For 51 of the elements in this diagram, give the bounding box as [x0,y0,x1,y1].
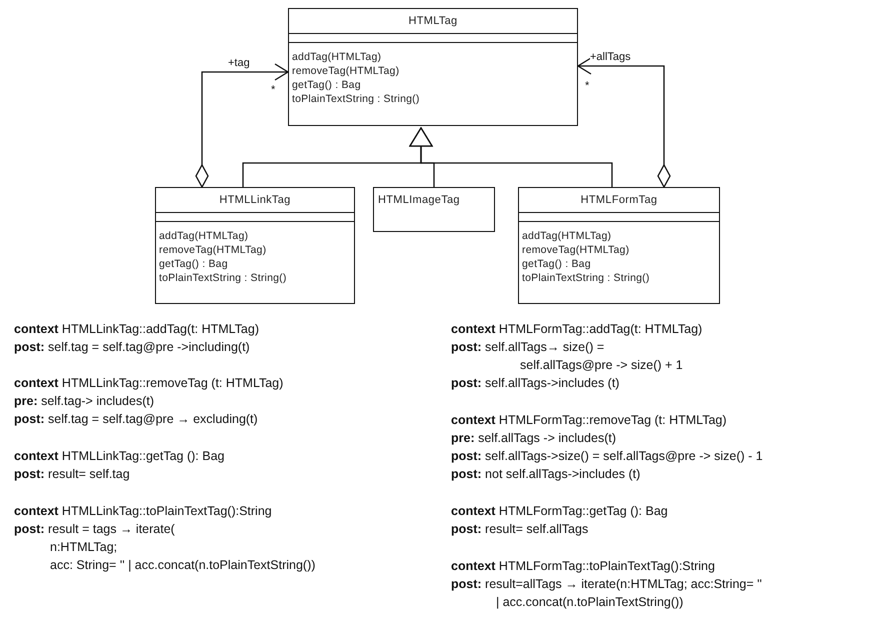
class-box [155,187,355,304]
ocl-constraint-line: pre: self.tag-> includes(t) [14,394,154,408]
class-box [288,8,578,126]
generalization-arrow [409,127,613,187]
ocl-constraint-line: context HTMLFormTag::addTag(t: HTMLTag) [451,322,702,336]
role-label: +tag [228,58,250,69]
ocl-constraint-line: post: result = tags → iterate( [14,522,175,536]
ocl-constraint-line: post: self.tag = self.tag@pre → excluding(t) [14,412,258,426]
multiplicity-label: * [585,80,590,92]
method-text: toPlainTextString : String() [159,272,288,284]
ocl-constraint-line: post: self.allTags->size() = self.allTags@pre -> size() - 1 [451,449,763,463]
ocl-constraint-line: acc: String= '' | acc.concat(n.toPlainTextString()) [50,558,316,572]
ocl-constraint-line: context HTMLLinkTag::getTag (): Bag [14,449,224,463]
ocl-constraint-line: pre: self.allTags -> includes(t) [451,431,616,445]
method-text: getTag() : Bag [159,258,229,270]
ocl-constraint-line: post: self.allTags->includes (t) [451,376,620,390]
ocl-constraint-line: post: not self.allTags->includes (t) [451,467,640,481]
ocl-constraint-line: context HTMLFormTag::removeTag (t: HTMLTag) [451,413,727,427]
method-text: removeTag(HTMLTag) [292,65,400,77]
ocl-constraint-line: context HTMLLinkTag::toPlainTextTag():String [14,504,272,518]
method-text: addTag(HTMLTag) [159,230,250,242]
ocl-constraint-line: post: result=allTags → iterate(n:HTMLTag; acc:String= '' [451,577,762,591]
class-box [373,187,495,232]
ocl-constraint-line: post: self.tag = self.tag@pre ->including(t) [14,340,250,354]
method-text: removeTag(HTMLTag) [522,244,630,256]
method-text: addTag(HTMLTag) [522,230,612,242]
role-label: +allTags [590,52,631,63]
class-box [518,187,720,304]
method-text: toPlainTextString : String() [292,93,421,105]
class-name: HTMLFormTag [519,188,719,213]
ocl-constraint-line: post: self.allTags→ size() = [451,340,604,354]
ocl-constraint-line: self.allTags@pre -> size() + 1 [520,358,683,372]
aggregation-arrow [195,63,289,188]
ocl-constraint-line: post: result= self.tag [14,467,130,481]
method-text: addTag(HTMLTag) [292,51,382,63]
method-text: removeTag(HTMLTag) [159,244,268,256]
ocl-constraint-line: context HTMLFormTag::getTag (): Bag [451,504,668,518]
method-text: getTag() : Bag [292,79,362,91]
ocl-constraint-line: n:HTMLTag; [50,540,118,554]
class-name: HTMLImageTag [377,193,461,208]
aggregation-arrow [577,57,671,188]
ocl-constraint-line: post: result= self.allTags [451,522,588,536]
ocl-constraint-line: context HTMLLinkTag::removeTag (t: HTMLTag) [14,376,284,390]
ocl-constraint-line: context HTMLFormTag::toPlainTextTag():String [451,559,715,573]
ocl-constraint-line: context HTMLLinkTag::addTag(t: HTMLTag) [14,322,259,336]
ocl-constraint-line: | acc.concat(n.toPlainTextString()) [496,595,684,609]
method-text: toPlainTextString : String() [522,272,651,284]
multiplicity-label: * [271,84,276,96]
class-name: HTMLTag [289,9,577,34]
method-text: getTag() : Bag [522,258,592,270]
class-name: HTMLLinkTag [156,188,354,213]
